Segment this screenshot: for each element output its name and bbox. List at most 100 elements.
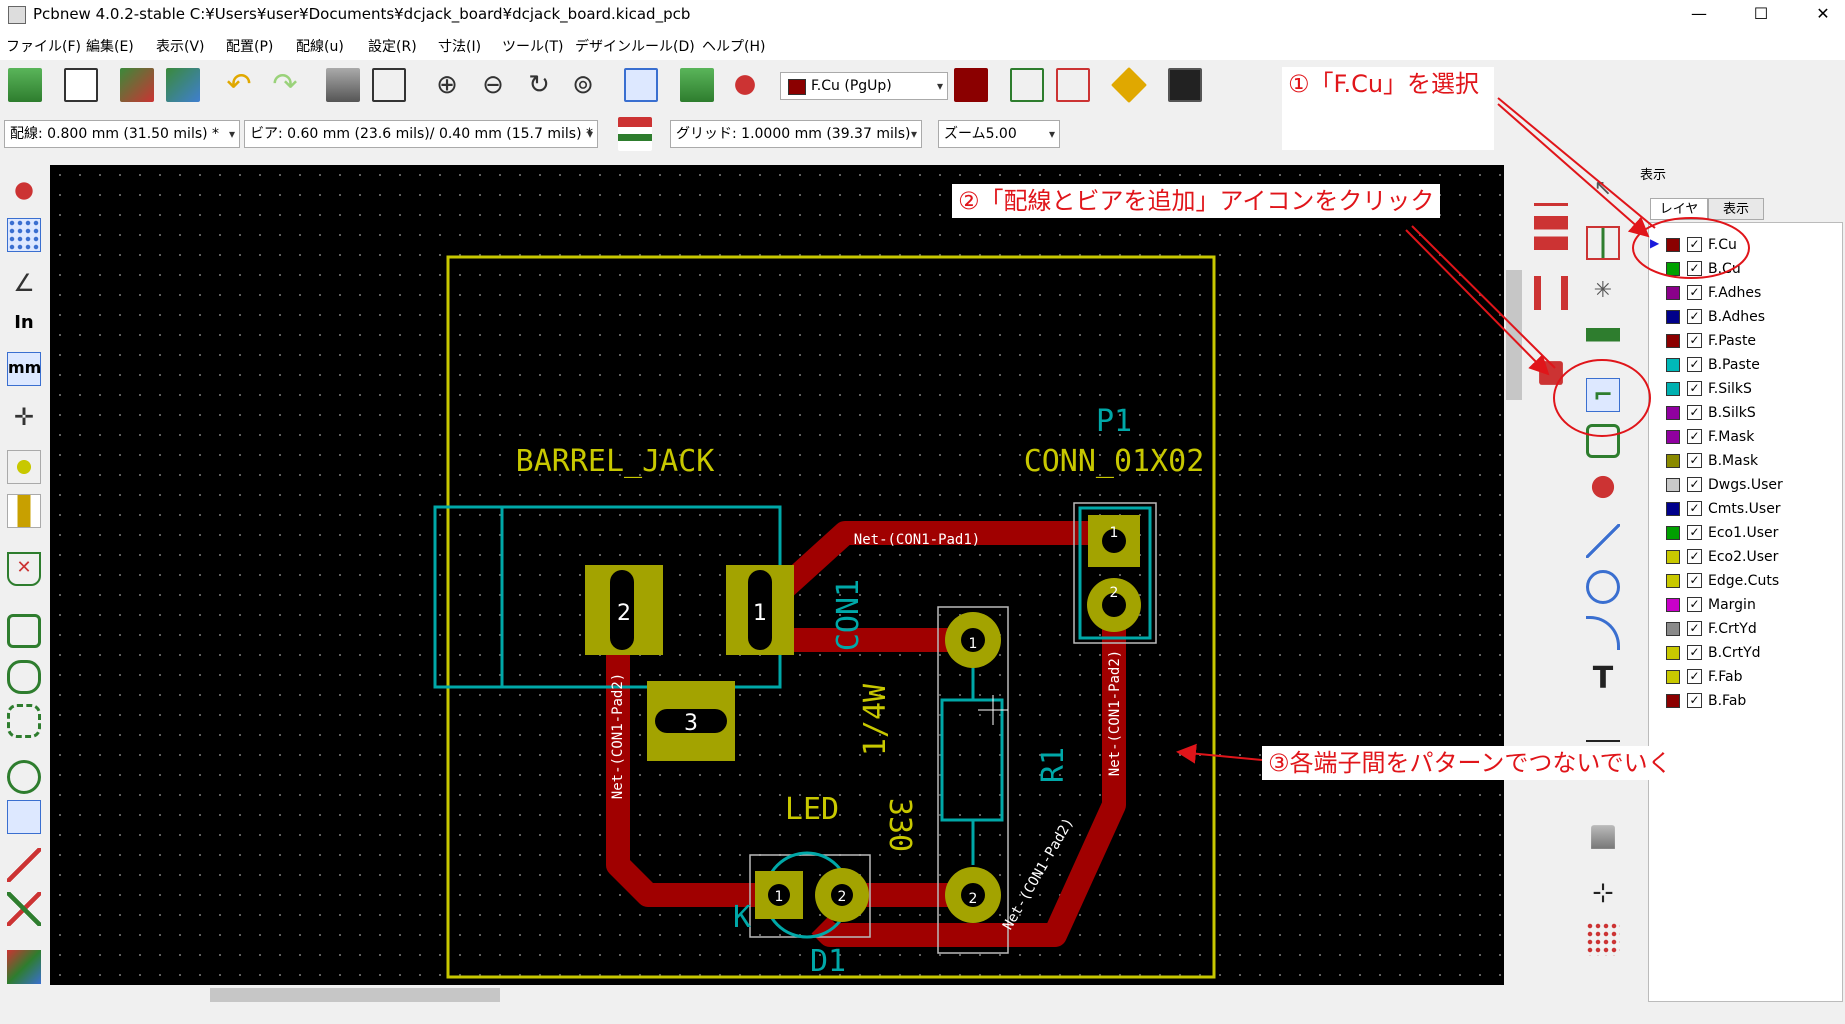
menu-place[interactable]: 配置(P) [226, 39, 274, 55]
layer-row-f-crtyd[interactable]: ✓F.CrtYd [1650, 618, 1840, 640]
layer-visibility-checkbox[interactable]: ✓ [1687, 453, 1702, 468]
layer-visibility-checkbox[interactable]: ✓ [1687, 309, 1702, 324]
layer-name[interactable]: B.Adhes [1708, 309, 1766, 325]
inch-units-icon[interactable]: In [14, 312, 34, 333]
zone-show-icon[interactable] [7, 614, 41, 648]
grid-select[interactable]: グリッド: 1.0000 mm (39.37 mils) ▾ [670, 120, 922, 148]
layer-row-edge-cuts[interactable]: ✓Edge.Cuts [1650, 570, 1840, 592]
track-sketch-icon[interactable] [7, 848, 41, 882]
layer-color-swatch[interactable] [1666, 646, 1680, 660]
cursor-shape-icon[interactable]: ✛ [13, 403, 35, 431]
microwave-tools-icon[interactable] [7, 950, 41, 984]
add-module-tool-icon[interactable] [1539, 361, 1563, 385]
add-zone-icon[interactable] [1586, 424, 1620, 458]
via-layer-pair-icon[interactable] [954, 68, 988, 102]
layer-color-swatch[interactable] [1666, 694, 1680, 708]
layer-color-swatch[interactable] [1666, 406, 1680, 420]
layer-name[interactable]: Eco2.User [1708, 549, 1779, 565]
minimize-button[interactable]: — [1691, 4, 1707, 23]
grid-origin-icon[interactable]: ⊹ [1592, 878, 1614, 908]
delete-icon[interactable] [1591, 825, 1615, 849]
auto-delete-track-icon[interactable]: ✕ [7, 552, 41, 586]
menu-view[interactable]: 表示(V) [156, 39, 205, 55]
layer-color-swatch[interactable] [1666, 502, 1680, 516]
add-tracks-vias-icon[interactable]: ⌐ [1586, 378, 1620, 412]
high-contrast-icon[interactable] [7, 892, 41, 926]
layer-visibility-checkbox[interactable]: ✓ [1687, 597, 1702, 612]
layer-name[interactable]: B.Fab [1708, 693, 1747, 709]
layer-visibility-checkbox[interactable]: ✓ [1687, 501, 1702, 516]
auto-track-width-icon[interactable] [618, 117, 652, 151]
layer-row-f-paste[interactable]: ✓F.Paste [1650, 330, 1840, 352]
layer-row-eco2-user[interactable]: ✓ Eco2.User [1650, 546, 1840, 568]
measure-icon[interactable] [1534, 276, 1568, 310]
autoplace-icon[interactable] [1010, 68, 1044, 102]
layer-visibility-checkbox[interactable]: ✓ [1687, 285, 1702, 300]
zoom-select[interactable]: ズーム5.00 ▾ [938, 120, 1060, 148]
layer-color-swatch[interactable] [1666, 526, 1680, 540]
menu-tools[interactable]: ツール(T) [502, 39, 564, 55]
layer-visibility-checkbox[interactable]: ✓ [1687, 405, 1702, 420]
plot-icon[interactable] [372, 68, 406, 102]
module-viewer-icon[interactable] [166, 68, 200, 102]
add-circle-icon[interactable] [1586, 570, 1620, 604]
layer-color-swatch[interactable] [1666, 478, 1680, 492]
menu-edit[interactable]: 編集(E) [86, 39, 134, 55]
layer-color-swatch[interactable] [1666, 286, 1680, 300]
layer-name[interactable]: B.CrtYd [1708, 645, 1761, 661]
scripting-console-icon[interactable] [1168, 68, 1202, 102]
add-arc-icon[interactable] [1586, 616, 1620, 650]
layer-name[interactable]: B.SilkS [1708, 405, 1756, 421]
zone-outline-icon[interactable] [7, 704, 41, 738]
pcb-canvas[interactable]: 2 1 3 1 2 1 2 1 2 Net-(CON1-Pad1) Net-(C… [50, 165, 1510, 985]
layer-color-swatch[interactable] [1666, 262, 1680, 276]
layer-color-swatch[interactable] [1666, 454, 1680, 468]
layer-name[interactable]: F.Adhes [1708, 285, 1762, 301]
layer-visibility-checkbox[interactable]: ✓ [1687, 645, 1702, 660]
layer-color-swatch[interactable] [1666, 310, 1680, 324]
layer-name[interactable]: F.Mask [1708, 429, 1755, 445]
page-settings-icon[interactable] [64, 68, 98, 102]
netlist-icon[interactable] [680, 68, 714, 102]
layer-name[interactable]: F.Fab [1708, 669, 1743, 685]
layer-row-b-fab[interactable]: ✓B.Fab [1650, 690, 1840, 712]
layer-color-swatch[interactable] [1666, 238, 1680, 252]
layer-row-f-adhes[interactable]: ✓ F.Adhes [1650, 282, 1840, 304]
add-text-icon[interactable]: T [1592, 661, 1614, 696]
local-ratsnest-module-icon[interactable] [1586, 328, 1620, 362]
save-board-icon[interactable] [8, 68, 42, 102]
layer-visibility-checkbox[interactable]: ✓ [1687, 669, 1702, 684]
layer-row-f-cu[interactable]: ✓F.Cu [1650, 234, 1840, 256]
add-module-icon[interactable] [1586, 226, 1620, 260]
layer-visibility-checkbox[interactable]: ✓ [1687, 549, 1702, 564]
add-keepout-icon[interactable] [1586, 470, 1620, 504]
mm-units-icon[interactable]: mm [7, 352, 41, 386]
layer-visibility-checkbox[interactable]: ✓ [1687, 357, 1702, 372]
layer-row-b-adhes[interactable]: ✓ B.Adhes [1650, 306, 1840, 328]
layer-name[interactable]: F.SilkS [1708, 381, 1752, 397]
layer-row-f-fab[interactable]: ✓ F.Fab [1650, 666, 1840, 688]
print-icon[interactable] [326, 68, 360, 102]
layer-color-swatch[interactable] [1666, 670, 1680, 684]
layer-row-margin[interactable]: ✓Margin [1650, 594, 1840, 616]
layer-name[interactable]: B.Cu [1708, 261, 1741, 277]
maximize-button[interactable]: ☐ [1753, 4, 1769, 23]
pad-sketch-icon[interactable] [7, 760, 41, 794]
layer-row-b-paste[interactable]: ✓B.Paste [1650, 354, 1840, 376]
ratsnest-icon[interactable] [7, 450, 41, 484]
layer-row-f-mask[interactable]: ✓F.Mask [1650, 426, 1840, 448]
grid-toggle-icon[interactable] [7, 218, 41, 252]
module-editor-icon[interactable] [120, 68, 154, 102]
layer-visibility-checkbox[interactable]: ✓ [1687, 261, 1702, 276]
vertical-scroll-thumb[interactable] [1506, 270, 1522, 400]
layer-name[interactable]: F.Paste [1708, 333, 1757, 349]
layer-name[interactable]: F.CrtYd [1708, 621, 1757, 637]
highlight-cursor-icon[interactable]: ✳ [1593, 278, 1613, 303]
layer-row-b-crtyd[interactable]: ✓ B.CrtYd [1650, 642, 1840, 664]
menu-preferences[interactable]: 設定(R) [368, 39, 417, 55]
horizontal-scroll-thumb[interactable] [210, 988, 500, 1002]
layer-name[interactable]: Edge.Cuts [1708, 573, 1780, 589]
layer-color-swatch[interactable] [1666, 430, 1680, 444]
tab-render[interactable]: 表示 [1708, 198, 1764, 220]
set-grid-origin-icon[interactable] [1586, 922, 1620, 956]
